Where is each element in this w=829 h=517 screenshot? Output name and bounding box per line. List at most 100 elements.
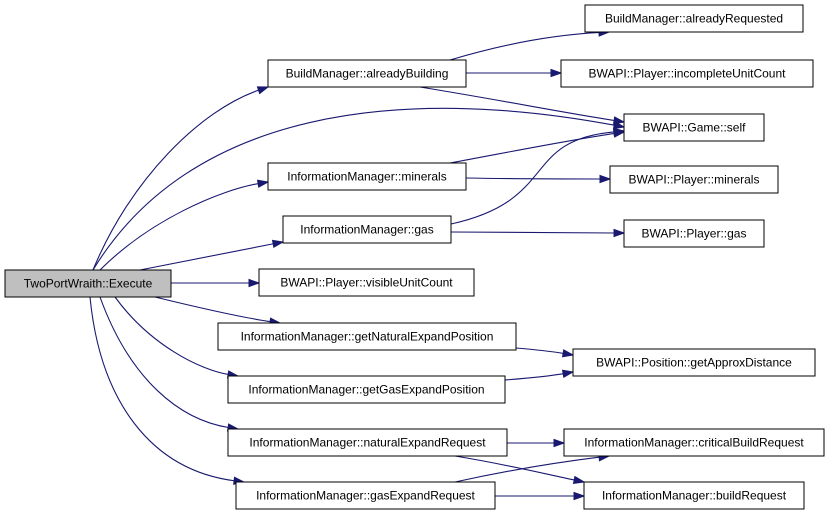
edge-info-minerals-to-player-minerals	[465, 174, 612, 184]
node-box	[217, 322, 517, 351]
node-info-gas[interactable]: InformationManager::gas	[282, 215, 452, 244]
node-game-self[interactable]: BWAPI::Game::self	[623, 113, 765, 142]
edge-arrowhead	[613, 228, 626, 238]
edge-arrowhead	[561, 349, 575, 358]
node-box	[572, 348, 816, 377]
edge-arrowhead	[553, 438, 566, 448]
edge-info-gas-to-player-gas	[450, 228, 626, 238]
node-box	[623, 113, 765, 142]
edge-execute-to-natural-expand-position	[154, 296, 282, 326]
node-label: TwoPortWraith::Execute	[24, 277, 153, 291]
edge-arrowhead	[599, 174, 612, 184]
node-label: InformationManager::buildRequest	[602, 489, 787, 503]
edge-line	[89, 296, 236, 482]
edge-gas-expand-request-to-build-request	[495, 491, 586, 501]
node-build-request[interactable]: InformationManager::buildRequest	[583, 481, 805, 510]
node-box	[4, 269, 172, 298]
node-gas-expand-request[interactable]: InformationManager::gasExpandRequest	[235, 481, 496, 510]
node-label: BuildManager::alreadyBuilding	[286, 67, 449, 81]
edge-line	[139, 243, 275, 271]
edge-line	[114, 296, 230, 376]
edge-line	[450, 231, 616, 234]
edge-info-gas-to-game-self	[450, 127, 626, 225]
node-player-gas[interactable]: BWAPI::Player::gas	[623, 219, 765, 248]
edge-info-minerals-to-game-self	[449, 129, 626, 164]
edge-execute-to-info-minerals	[99, 179, 270, 271]
edge-arrowhead	[248, 278, 261, 288]
edge-already-building-to-already-requested	[449, 28, 611, 61]
edge-arrowhead	[561, 369, 575, 378]
nodes-layer: TwoPortWraith::Execute BuildManager::alre…	[4, 4, 825, 510]
node-label: BWAPI::Player::visibleUnitCount	[280, 276, 453, 290]
edge-arrowhead	[612, 116, 626, 125]
node-label: InformationManager::getGasExpandPosition	[248, 383, 484, 397]
node-box	[267, 59, 467, 88]
node-incomplete-unit-count[interactable]: BWAPI::Player::incompleteUnitCount	[560, 59, 814, 88]
edge-natural-expand-position-to-approx-distance	[515, 347, 575, 358]
node-label: BWAPI::Position::getApproxDistance	[596, 356, 792, 370]
node-label: InformationManager::gasExpandRequest	[256, 489, 475, 503]
node-label: InformationManager::minerals	[287, 170, 446, 184]
node-natural-expand-position[interactable]: InformationManager::getNaturalExpandPosi…	[217, 322, 517, 351]
node-box	[609, 165, 779, 194]
edge-arrowhead	[256, 86, 270, 95]
node-box	[623, 219, 765, 248]
edge-natural-expand-request-to-build-request	[454, 455, 586, 485]
node-box	[563, 428, 825, 457]
node-box	[282, 215, 452, 244]
node-label: BuildManager::alreadyRequested	[605, 12, 783, 26]
edge-arrowhead	[550, 68, 563, 78]
edge-line	[99, 296, 230, 429]
node-already-building[interactable]: BuildManager::alreadyBuilding	[267, 59, 467, 88]
edge-line	[92, 107, 616, 271]
edge-already-building-to-incomplete-unit-count	[466, 68, 563, 78]
edge-line	[515, 347, 565, 355]
edge-line	[504, 373, 565, 381]
edge-gas-expand-request-to-critical-build-request	[454, 453, 611, 483]
edge-line	[419, 86, 616, 122]
node-player-minerals[interactable]: BWAPI::Player::minerals	[609, 165, 779, 194]
node-label: BWAPI::Game::self	[643, 121, 747, 135]
edge-execute-to-already-building	[92, 86, 270, 271]
node-box	[267, 162, 467, 191]
node-label: BWAPI::Player::incompleteUnitCount	[589, 67, 787, 81]
node-box	[584, 4, 804, 33]
node-box	[235, 481, 496, 510]
edge-line	[449, 31, 601, 61]
node-box	[227, 428, 508, 457]
node-label: BWAPI::Player::gas	[642, 227, 747, 241]
edge-natural-expand-request-to-critical-build-request	[507, 438, 566, 448]
edge-arrowhead	[572, 475, 586, 485]
node-already-requested[interactable]: BuildManager::alreadyRequested	[584, 4, 804, 33]
node-box	[258, 268, 475, 297]
node-execute[interactable]: TwoPortWraith::Execute	[4, 269, 172, 298]
node-natural-expand-request[interactable]: InformationManager::naturalExpandRequest	[227, 428, 508, 457]
node-label: BWAPI::Player::minerals	[629, 173, 760, 187]
edge-arrowhead	[271, 239, 285, 249]
node-visible-unit-count[interactable]: BWAPI::Player::visibleUnitCount	[258, 268, 475, 297]
node-label: InformationManager::naturalExpandRequest	[249, 436, 486, 450]
edge-already-building-to-game-self	[419, 86, 626, 125]
edge-arrowhead	[573, 491, 586, 501]
node-critical-build-request[interactable]: InformationManager::criticalBuildRequest	[563, 428, 825, 457]
edge-line	[449, 132, 616, 164]
edge-line	[92, 89, 260, 271]
edge-line	[154, 296, 272, 323]
node-approx-distance[interactable]: BWAPI::Position::getApproxDistance	[572, 348, 816, 377]
edge-line	[450, 131, 616, 225]
node-box	[227, 375, 506, 404]
node-info-minerals[interactable]: InformationManager::minerals	[267, 162, 467, 191]
edge-arrowhead	[613, 127, 626, 137]
node-gas-expand-position[interactable]: InformationManager::getGasExpandPosition	[227, 375, 506, 404]
edge-gas-expand-position-to-approx-distance	[504, 369, 575, 381]
edge-execute-to-natural-expand-request	[99, 296, 240, 432]
edge-line	[465, 177, 602, 180]
edges-layer	[89, 28, 626, 501]
node-label: InformationManager::criticalBuildRequest	[584, 436, 804, 450]
edge-line	[454, 456, 601, 483]
node-box	[583, 481, 805, 510]
edge-execute-to-visible-unit-count	[170, 278, 261, 288]
edge-line	[99, 182, 260, 271]
edge-arrowhead	[256, 179, 270, 188]
